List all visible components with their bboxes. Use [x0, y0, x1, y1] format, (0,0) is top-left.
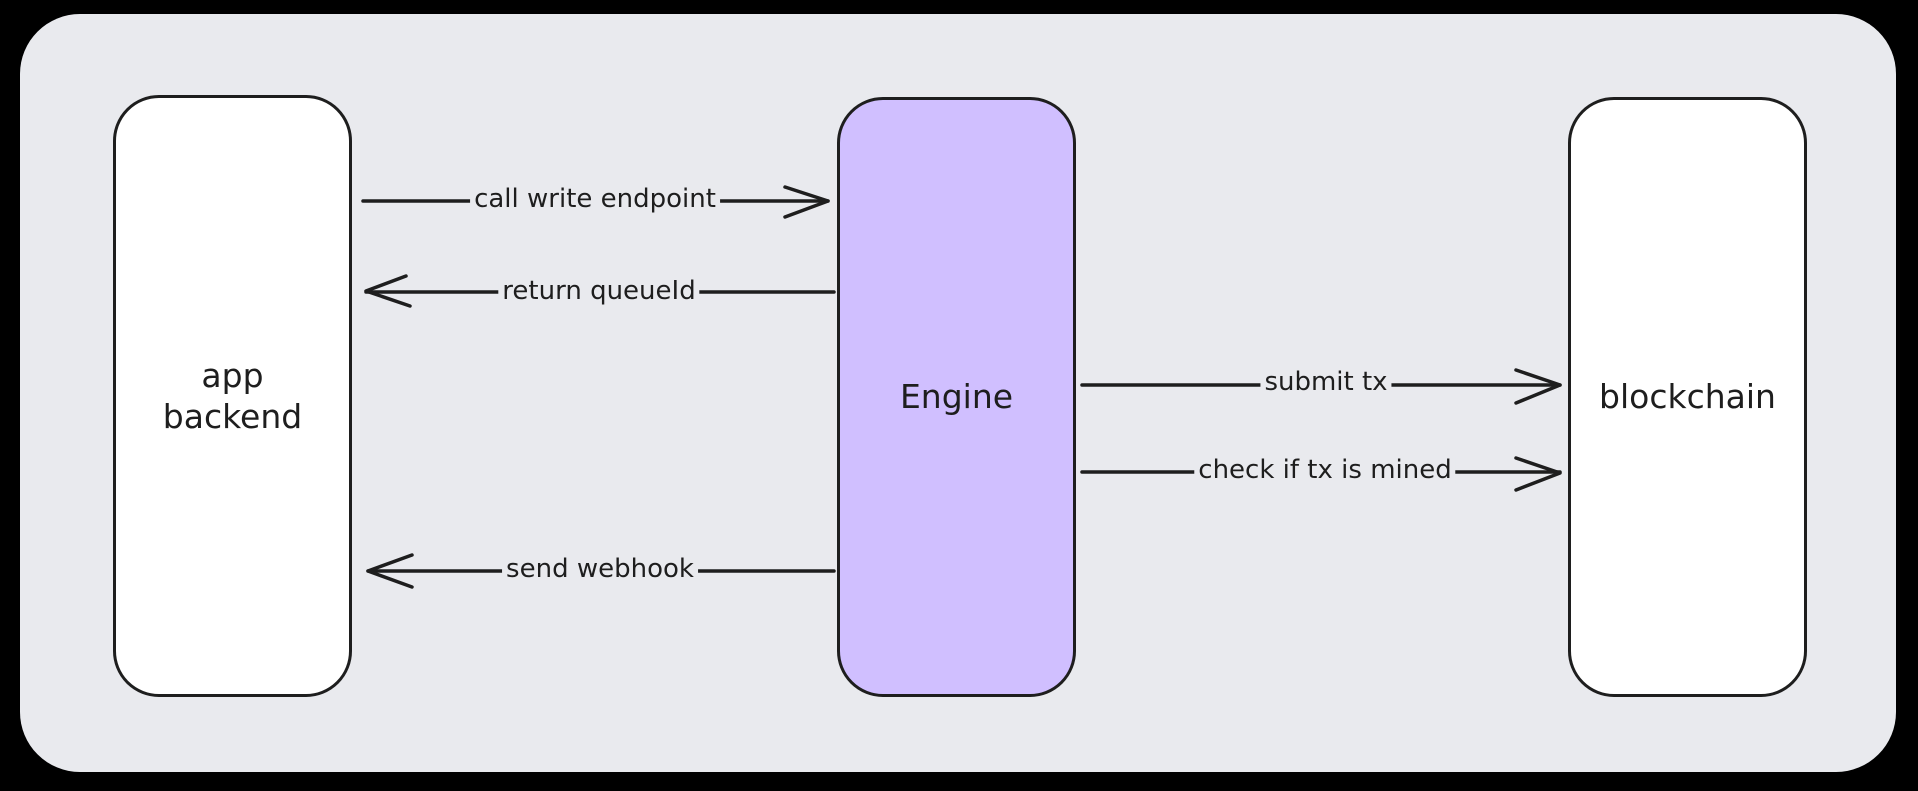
engine-label: Engine: [899, 377, 1014, 417]
edge-label-return-queueid: return queueId: [498, 278, 700, 304]
app-backend-label-line1: app: [201, 355, 264, 395]
edge-label-submit-tx: submit tx: [1260, 369, 1392, 395]
app-backend-node[interactable]: app backend: [113, 95, 352, 697]
blockchain-label: blockchain: [1599, 377, 1776, 417]
edge-label-send-webhook: send webhook: [502, 556, 698, 582]
app-backend-label: app backend: [153, 355, 312, 438]
engine-node[interactable]: Engine: [837, 97, 1076, 697]
edge-label-call-write-endpoint: call write endpoint: [470, 186, 720, 212]
blockchain-node[interactable]: blockchain: [1568, 97, 1807, 697]
app-backend-label-line2: backend: [162, 397, 303, 436]
edge-label-check-if-tx-is-mined: check if tx is mined: [1194, 457, 1456, 483]
